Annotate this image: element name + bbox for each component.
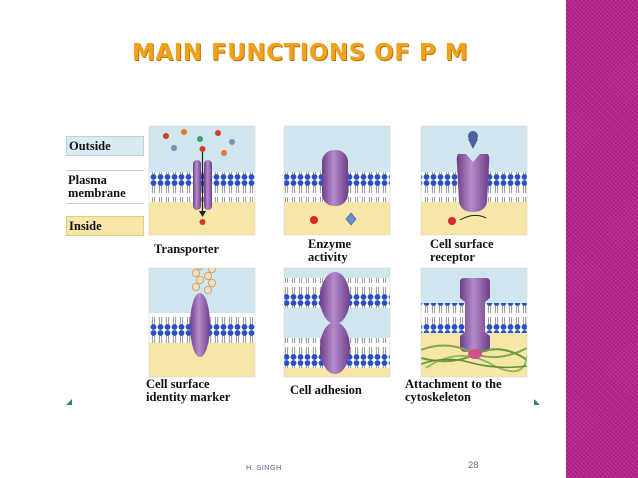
carbohydrate-chain — [207, 278, 216, 287]
signal-molecule-tip — [468, 139, 478, 149]
decorative-side-band — [566, 0, 638, 478]
molecule — [229, 139, 235, 145]
carbohydrate-chain — [192, 268, 201, 277]
linker-protein — [468, 349, 482, 359]
footer-author: H. SINGH — [246, 463, 282, 472]
molecule — [181, 129, 187, 135]
label-line: receptor — [430, 250, 475, 264]
carbohydrate-chain — [192, 282, 201, 291]
response-arrow — [459, 214, 487, 221]
plasma-membrane-tag: Plasma membrane — [66, 170, 144, 204]
anchor-protein — [460, 278, 490, 352]
panel-transporter — [149, 126, 255, 235]
molecule — [197, 136, 203, 142]
panel-enzyme-activity — [284, 126, 390, 235]
molecule — [171, 145, 177, 151]
transporter-protein-left — [193, 160, 201, 210]
molecule — [221, 150, 227, 156]
corner-tick — [534, 399, 540, 405]
transporter-protein-right — [204, 160, 212, 210]
panel-border — [283, 267, 391, 378]
slide-title: MAIN FUNCTIONS OF P M — [132, 40, 469, 66]
molecule — [215, 130, 221, 136]
label-line: Cell surface — [146, 377, 210, 391]
receptor-protein — [456, 154, 490, 212]
molecule — [199, 219, 206, 225]
cytoskeleton-filament — [421, 358, 527, 369]
membrane-functions-figure: Outside Plasma membrane Inside — [66, 120, 540, 405]
panel-border — [420, 125, 528, 236]
inside-label: Inside — [69, 219, 102, 233]
label-cell-surface-receptor: Cell surface receptor — [430, 238, 494, 264]
plasma-label-line2: membrane — [68, 186, 126, 200]
corner-tick — [66, 399, 72, 405]
adhesion-protein-lower — [320, 322, 350, 374]
carbohydrate-chain — [208, 268, 216, 273]
plasma-label-line1: Plasma — [68, 173, 107, 187]
outside-tag: Outside — [66, 136, 144, 156]
inside-fluid — [284, 202, 390, 235]
carbohydrate-chain — [195, 275, 204, 284]
label-line: activity — [308, 250, 348, 264]
panel-cell-adhesion — [284, 268, 390, 377]
footer-page-number: 28 — [468, 460, 479, 471]
panel-attachment-to-cytoskeleton — [421, 268, 527, 377]
label-transporter: Transporter — [154, 243, 219, 256]
substrate — [310, 216, 318, 224]
inside-tag: Inside — [66, 216, 144, 236]
label-line: Transporter — [154, 242, 220, 256]
label-attachment-to-cytoskeleton: Attachment to the cytoskeleton — [405, 378, 502, 404]
signal-molecule — [468, 131, 478, 141]
panel-border — [148, 125, 256, 236]
panels-svg — [66, 125, 540, 405]
transport-arrow-head — [199, 211, 206, 217]
panel-cell-surface-receptor — [421, 126, 527, 235]
label-line: Cell adhesion — [290, 383, 362, 397]
label-line: identity marker — [146, 390, 231, 404]
panel-border — [283, 125, 391, 236]
label-line: cytoskeleton — [405, 390, 471, 404]
carbohydrate-chain — [203, 271, 212, 280]
molecule — [163, 133, 169, 139]
outside-label: Outside — [69, 139, 111, 153]
label-cell-adhesion: Cell adhesion — [290, 384, 362, 397]
panel-border — [148, 267, 256, 378]
adhesion-protein-upper — [320, 272, 350, 324]
label-line: Attachment to the — [405, 377, 502, 391]
molecule — [199, 146, 206, 152]
label-line: Cell surface — [430, 237, 494, 251]
label-enzyme-activity: Enzyme activity — [308, 238, 351, 264]
carbohydrate-chain — [196, 268, 204, 270]
label-cell-surface-identity-marker: Cell surface identity marker — [146, 378, 230, 404]
carbohydrate-chain — [203, 285, 212, 294]
glycoprotein — [190, 293, 210, 357]
panel-cell-surface-identity-marker — [149, 268, 255, 377]
label-line: Enzyme — [308, 237, 352, 251]
signal-response — [448, 217, 456, 225]
product — [345, 212, 357, 226]
enzyme-protein — [322, 150, 348, 206]
panel-border — [420, 267, 528, 378]
